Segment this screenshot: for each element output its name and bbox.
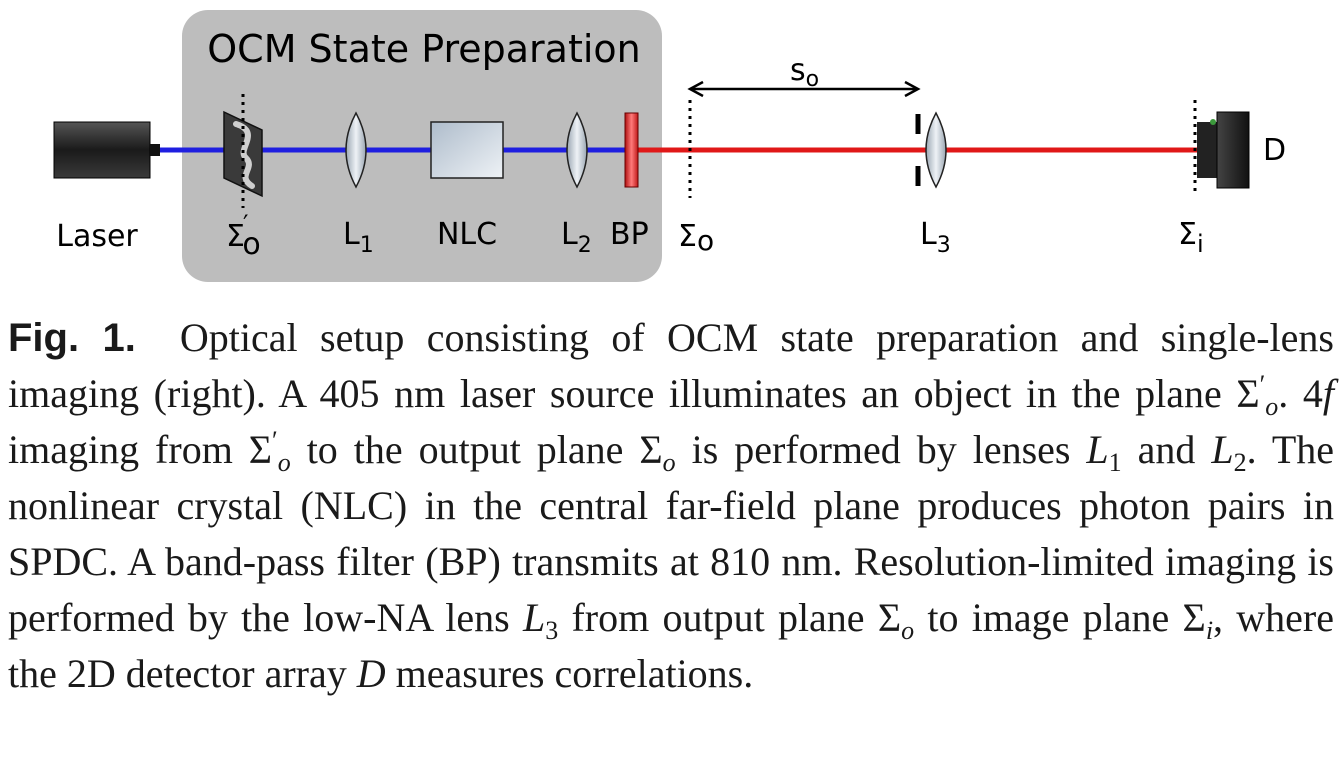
figure-label: Fig. 1.: [8, 316, 136, 360]
detector-front: [1197, 122, 1219, 178]
output-plane-label: Σo: [678, 219, 714, 257]
laser-aperture: [150, 144, 160, 156]
object-pattern: [233, 121, 255, 189]
lens-l3: [925, 111, 947, 189]
image-plane-label: Σi: [1178, 217, 1204, 258]
bp-label: BP: [610, 217, 649, 252]
laser-label: Laser: [56, 219, 138, 254]
band-pass-filter: [624, 112, 639, 188]
nonlinear-crystal: [430, 121, 504, 179]
detector: [1216, 111, 1250, 189]
distance-label: so: [790, 53, 819, 92]
l2-label: L2: [561, 217, 592, 258]
caption-text: Optical setup consisting of OCM state pr…: [8, 315, 1334, 416]
nlc-label: NLC: [437, 217, 497, 252]
figure-caption: Fig. 1.Optical setup consisting of OCM s…: [8, 315, 1335, 696]
box-title: OCM State Preparation: [207, 27, 641, 71]
optical-setup-diagram: OCM State Preparation so Laser Σ′o L1 NL…: [53, 10, 1286, 282]
detector-indicator: [1210, 119, 1216, 125]
distance-arrow-left-head: [687, 80, 704, 98]
l3-label: L3: [920, 217, 951, 258]
object-plane-label: Σ′o: [226, 210, 261, 262]
laser: [53, 121, 151, 179]
detector-label: D: [1263, 133, 1286, 168]
lens-l2: [566, 111, 588, 189]
lens-l1: [345, 111, 367, 189]
l1-label: L1: [343, 217, 374, 258]
distance-arrow-right-head: [904, 80, 921, 98]
state-preparation-box: [182, 10, 662, 282]
